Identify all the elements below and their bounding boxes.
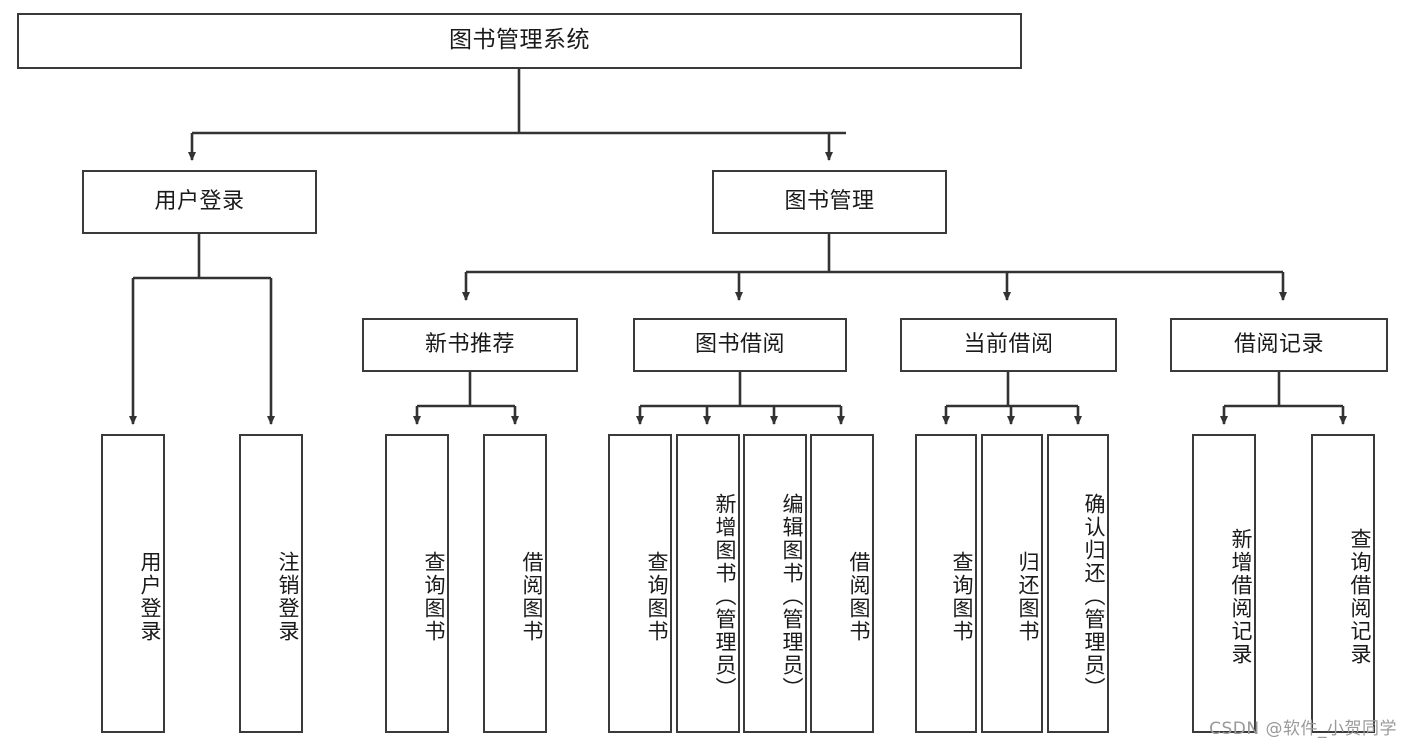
node-borrow-record[interactable]: 借阅记录 (1170, 318, 1388, 372)
node-book-management[interactable]: 图书管理 (712, 170, 947, 234)
leaf-return-book[interactable]: 归还图书 (981, 434, 1043, 733)
node-label: 确认归还（管理员） (1082, 493, 1106, 700)
node-label: 查询图书 (950, 550, 974, 643)
node-label: 借阅图书 (520, 550, 544, 643)
node-user-login[interactable]: 用户登录 (82, 170, 317, 234)
node-label: 用户登录 (154, 188, 245, 214)
node-label: 归还图书 (1016, 550, 1040, 643)
node-label: 查询图书 (645, 550, 669, 643)
leaf-query-borrow-record[interactable]: 查询借阅记录 (1311, 434, 1375, 733)
node-label: 图书借阅 (694, 331, 785, 357)
node-book-borrow[interactable]: 图书借阅 (633, 318, 847, 372)
leaf-query-book-current[interactable]: 查询图书 (915, 434, 977, 733)
node-label: 注销登录 (276, 550, 300, 643)
leaf-query-book-recommend[interactable]: 查询图书 (385, 434, 449, 733)
leaf-user-login[interactable]: 用户登录 (101, 434, 165, 733)
node-current-borrow[interactable]: 当前借阅 (900, 318, 1117, 372)
leaf-add-book-admin[interactable]: 新增图书（管理员） (676, 434, 740, 733)
leaf-logout[interactable]: 注销登录 (239, 434, 303, 733)
node-label: 编辑图书（管理员） (780, 493, 804, 700)
node-root-book-management-system[interactable]: 图书管理系统 (17, 13, 1022, 69)
node-label: 查询借阅记录 (1348, 527, 1372, 666)
node-label: 当前借阅 (963, 331, 1054, 357)
node-label: 图书管理系统 (449, 27, 590, 54)
node-label: 新增借阅记录 (1229, 527, 1253, 666)
leaf-confirm-return-admin[interactable]: 确认归还（管理员） (1047, 434, 1109, 733)
leaf-add-borrow-record[interactable]: 新增借阅记录 (1192, 434, 1256, 733)
leaf-edit-book-admin[interactable]: 编辑图书（管理员） (743, 434, 807, 733)
node-label: 图书管理 (784, 188, 875, 214)
node-label: 新书推荐 (424, 331, 515, 357)
node-new-book-recommend[interactable]: 新书推荐 (362, 318, 578, 372)
node-label: 新增图书（管理员） (713, 493, 737, 700)
leaf-borrow-book-recommend[interactable]: 借阅图书 (483, 434, 547, 733)
node-label: 借阅图书 (847, 550, 871, 643)
node-label: 用户登录 (138, 550, 162, 643)
leaf-query-book-borrow[interactable]: 查询图书 (608, 434, 672, 733)
leaf-borrow-book[interactable]: 借阅图书 (810, 434, 874, 733)
node-label: 查询图书 (422, 550, 446, 643)
node-label: 借阅记录 (1233, 331, 1324, 357)
